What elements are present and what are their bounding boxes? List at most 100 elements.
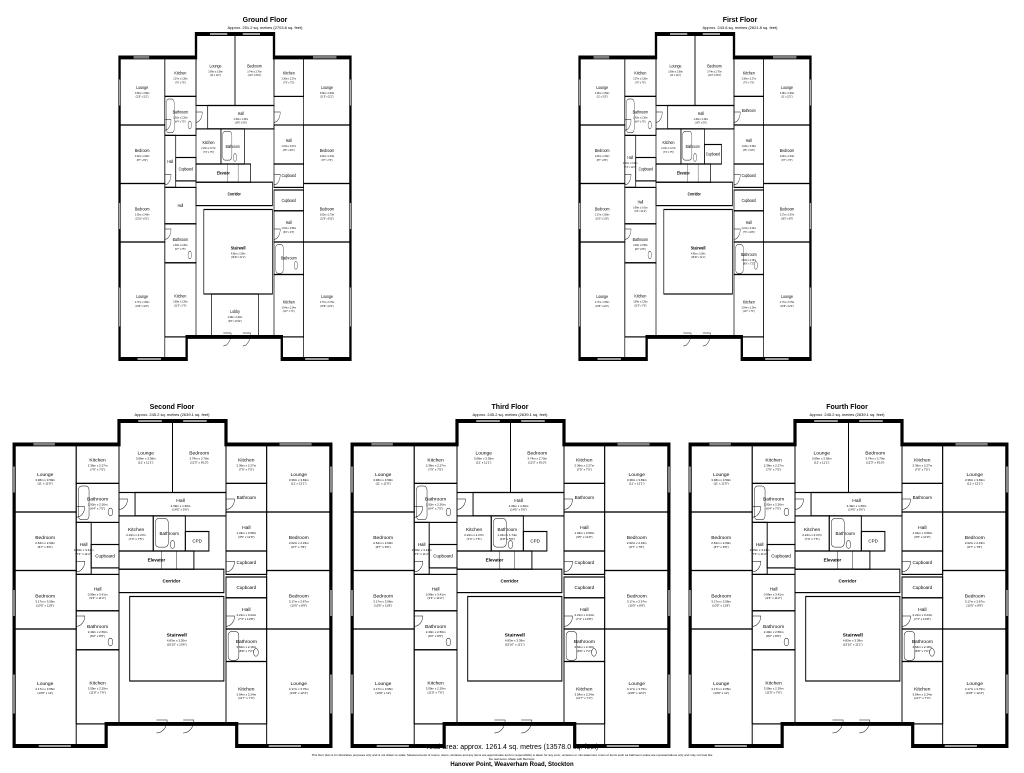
room-name: Bedroom (711, 593, 731, 599)
room-corridor: Corridor (456, 568, 563, 594)
room-dimensions: 1.03m x 3.58m (742, 144, 756, 149)
room-name: Bedroom (247, 63, 262, 69)
door-swing (624, 119, 632, 131)
room-dimensions-imperial: (13'8" x 12'4") (628, 691, 646, 695)
room-dimensions: 3.59m x 2.29m (426, 687, 446, 691)
room-dimensions-imperial: (8'8" x 7'2") (239, 649, 254, 653)
room-elevator: Elevator (118, 550, 195, 570)
room-dimensions: 3.82m x 2.70m (320, 212, 334, 217)
bathtub-icon (682, 131, 693, 161)
room-name: Hall (698, 110, 704, 116)
door-swing (225, 561, 235, 573)
room-dimensions: 2.24m x 2.27m (201, 146, 215, 151)
toilet-icon (169, 540, 176, 549)
outer-wall (118, 32, 352, 361)
room-dimensions: 3.69m x 3.38m (668, 69, 682, 74)
room-name: Bathroom (160, 531, 180, 536)
door-swing (494, 719, 506, 734)
room-dimensions: 2.36m x 2.27m (742, 76, 756, 81)
door-swing (563, 498, 573, 510)
room-name: Kitchen (466, 527, 483, 533)
room-wall (563, 550, 606, 575)
room-dimensions-imperial: (12'3" x 8'10") (708, 73, 721, 78)
room-name: Bathroom (574, 639, 595, 645)
room-name: Hall (746, 220, 752, 226)
toilet-icon (845, 540, 852, 549)
room-bath-r0: Bathroom (225, 482, 268, 513)
room-name: Stairwell (843, 632, 863, 638)
room-dimensions-imperial: (7'4" x 7'5") (203, 150, 214, 155)
room-dimensions-imperial: (14'5" x 5'6") (235, 120, 247, 125)
room-wall (522, 530, 548, 552)
room-dimensions: 2.21m x 3.24m (236, 613, 256, 617)
room-dimensions-imperial: (3'5" x 11'9") (238, 535, 254, 539)
room-dimensions-imperial: (4'8" x 5'9") (500, 537, 515, 541)
room-dimensions-imperial: (14'5" x 5'6") (695, 120, 707, 125)
room-name: Bedroom (320, 147, 335, 153)
room-bath-r: Bathroom (273, 241, 304, 276)
toilet-icon (233, 153, 237, 162)
bathtub-icon (227, 631, 240, 661)
room-wall (164, 95, 197, 136)
room-name: Kitchen (427, 458, 444, 464)
room-name: Hall (418, 542, 426, 547)
room-name: Lounge (138, 450, 155, 456)
room-name: Bathroom (226, 143, 240, 149)
room-dimensions: 2.37m x 2.28m (633, 76, 647, 81)
toilet-icon (445, 507, 452, 517)
door-swing (702, 332, 711, 347)
room-name: Bedroom (189, 450, 209, 456)
room-cup-l1: Cupboard (428, 543, 458, 569)
room-name: Hall (627, 155, 633, 161)
toilet-icon (783, 507, 790, 517)
room-dimensions: 3.54m x 2.24m (574, 692, 594, 696)
room-dimensions-imperial: (13'8" x 12'4") (966, 691, 984, 695)
room-dimensions-imperial: (15'8" x 12'0") (595, 304, 608, 309)
room-name: Bedroom (320, 206, 335, 212)
door-swing (273, 228, 281, 240)
door-swing (733, 228, 741, 240)
room-dimensions-imperial: (15'10" x 11'1") (231, 255, 246, 260)
room-name: Kitchen (128, 527, 145, 533)
room-name: Hall (242, 607, 250, 613)
room-dimensions: 2.64m x 2.18m (742, 258, 756, 263)
door-swing (624, 174, 632, 186)
room-dimensions-imperial: (7'4" x 7'5") (467, 537, 482, 541)
room-dimensions-imperial: (8'7" x 7'8") (967, 545, 982, 549)
room-dimensions-imperial: (6'4" x 7'5") (635, 119, 646, 124)
room-dimensions: 0.99m x 3.41m (426, 592, 446, 596)
room-name: Hall (638, 199, 644, 205)
room-name: Hall (770, 586, 778, 591)
room-name: Cupboard (574, 585, 594, 590)
room-name: Lounge (291, 681, 308, 687)
room-dimensions: 2.62m x 2.48m (135, 154, 149, 159)
lift-shaft (161, 550, 177, 570)
room-name: Kitchen (634, 70, 646, 76)
room-name: Bathroom (237, 495, 257, 500)
door-swing (752, 615, 761, 627)
room-dimensions-imperial: (8'7" x 8'6") (714, 545, 729, 549)
room-dimensions: 2.24m x 2.27m (126, 533, 146, 537)
room-dimensions: 0.99m x 3.41m (764, 592, 784, 596)
